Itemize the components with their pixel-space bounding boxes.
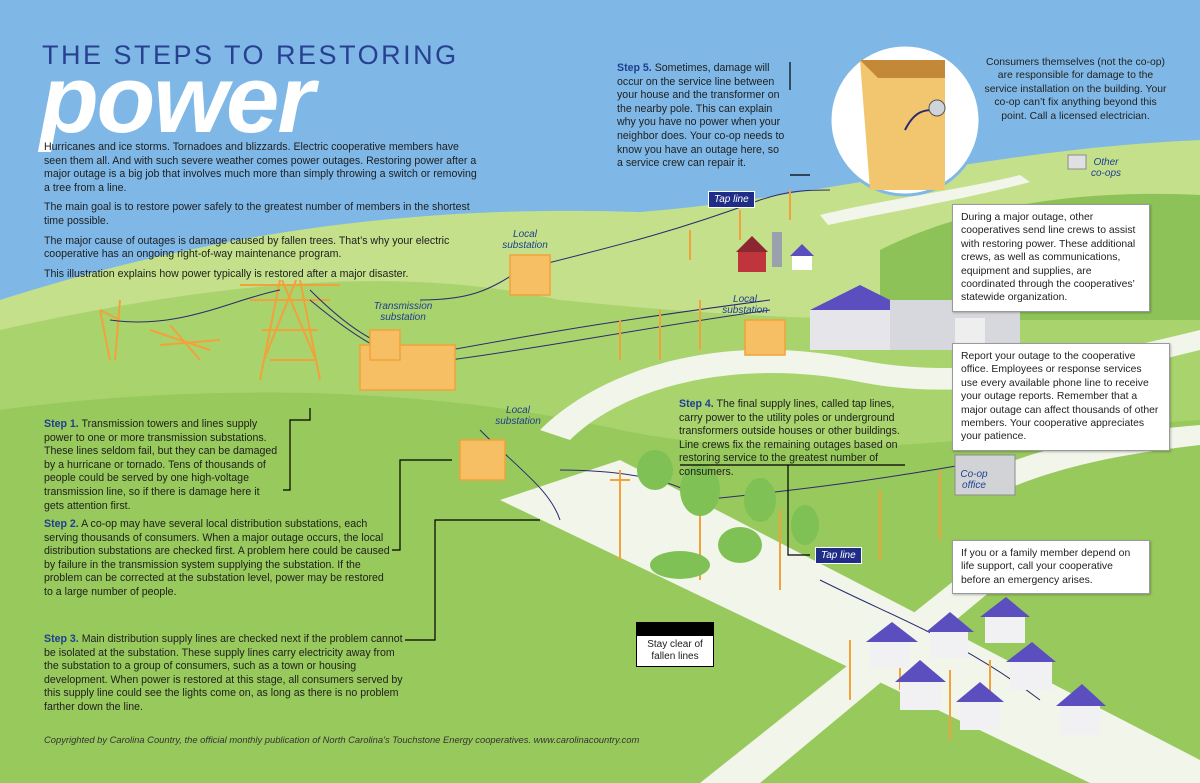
pointer-lines — [283, 62, 905, 641]
transmission-towers — [99, 279, 340, 381]
step-5-text: Sometimes, damage will occur on the serv… — [617, 62, 785, 170]
houses — [866, 597, 1106, 735]
road-curve — [540, 330, 1200, 440]
substations — [359, 254, 786, 481]
coop-office-building — [954, 454, 1016, 496]
step-2-text: A co-op may have several local distribut… — [44, 518, 390, 598]
tap-line-tag-2: Tap line — [815, 547, 862, 564]
title-top: THE STEPS TO RESTORING — [42, 40, 459, 70]
callout-life-support: If you or a family member depend on life… — [952, 540, 1150, 595]
stay-clear-text: Stay clear of fallen lines — [647, 639, 703, 662]
road-cross-2 — [700, 560, 1010, 783]
intro-paragraph: Hurricanes and ice storms. Tornadoes and… — [44, 141, 477, 194]
other-coops-building — [1067, 154, 1087, 170]
road-main — [820, 175, 1030, 225]
step-2: Step 2. A co-op may have several local d… — [44, 518, 392, 600]
sign-bar — [637, 623, 713, 636]
title-big: power — [40, 46, 315, 153]
intro-paragraph: The major cause of outages is damage cau… — [44, 234, 450, 261]
magnifier — [828, 43, 982, 197]
farm — [736, 232, 814, 272]
label-local-substation-3: Local substation — [495, 405, 541, 427]
tap-line-tag-1: Tap line — [708, 191, 755, 208]
step-4: Step 4. The final supply lines, called t… — [679, 398, 909, 480]
copyright: Copyrighted by Carolina Country, the off… — [44, 734, 640, 745]
step-1-text: Transmission towers and lines supply pow… — [44, 418, 278, 512]
trees — [637, 450, 819, 579]
label-transmission-substation: Transmission substation — [373, 301, 433, 323]
step-3: Step 3. Main distribution supply lines a… — [44, 633, 404, 715]
step-4-label: Step 4. — [679, 398, 714, 410]
step-2-label: Step 2. — [44, 518, 79, 530]
step-1-label: Step 1. — [44, 418, 79, 430]
label-local-substation-2: Local substation — [722, 294, 768, 316]
step-5-label: Step 5. — [617, 62, 652, 74]
intro-paragraph: This illustration explains how power typ… — [44, 267, 409, 280]
factory — [810, 285, 1020, 352]
intro-paragraph: The main goal is to restore power safely… — [44, 201, 470, 227]
step-5: Step 5. Sometimes, damage will occur on … — [617, 62, 787, 171]
callout-crews: During a major outage, other cooperative… — [952, 204, 1150, 312]
step-4-text: The final supply lines, called tap lines… — [679, 398, 900, 478]
step-1: Step 1. Transmission towers and lines su… — [44, 418, 282, 513]
road-cross — [500, 460, 1200, 783]
step-3-label: Step 3. — [44, 633, 79, 645]
callout-consumers: Consumers themselves (not the co-op) are… — [984, 57, 1167, 122]
step-3-text: Main distribution supply lines are check… — [44, 633, 403, 713]
label-local-substation-1: Local substation — [502, 229, 548, 251]
callout-report: Report your outage to the cooperative of… — [952, 343, 1170, 451]
label-other-coops: Other co-ops — [1090, 157, 1121, 179]
stay-clear-sign: Stay clear of fallen lines — [636, 622, 714, 667]
label-coop-office: Co-op office — [960, 469, 988, 491]
intro-text: Hurricanes and ice storms. Tornadoes and… — [44, 141, 484, 287]
